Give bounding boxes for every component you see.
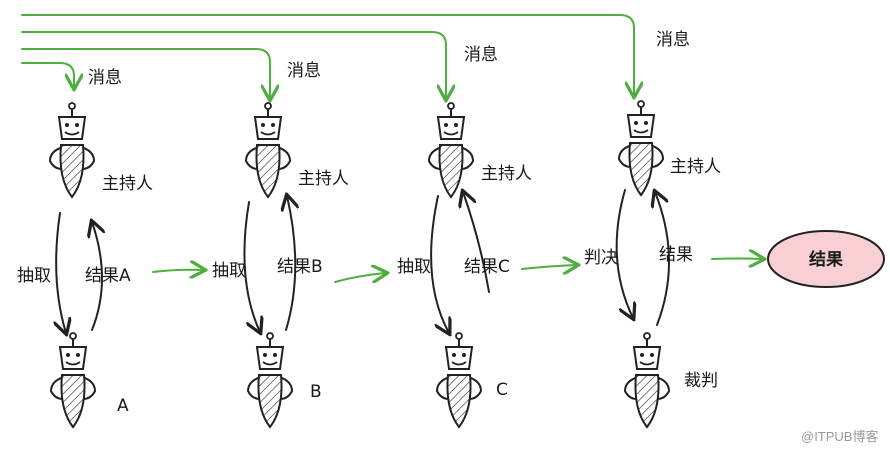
host-label-2: 主持人 <box>298 169 349 189</box>
host-robot-icon-4 <box>618 100 664 196</box>
final-output-label: 结果 <box>809 249 843 270</box>
final-output-ellipse <box>767 230 885 288</box>
result-label-2: 结果B <box>277 257 323 277</box>
participant-label-c: C <box>496 380 508 400</box>
watermark: @ITPUB博客 <box>801 429 878 444</box>
result-arrow-2 <box>286 196 295 331</box>
final-result-label: 结果 <box>659 245 693 265</box>
message-label-4: 消息 <box>656 30 690 50</box>
extract-label-1: 抽取 <box>17 266 51 286</box>
extract-arrow-3 <box>430 195 449 333</box>
participant-label-a: A <box>117 396 129 416</box>
message-arrow-2 <box>21 48 270 99</box>
host-robot-icon-1 <box>49 102 95 198</box>
message-arrow-3 <box>21 31 446 99</box>
result-label-3: 结果C <box>464 257 510 277</box>
participant-robot-icon-b <box>247 332 293 428</box>
participant-robot-icon-a <box>50 332 96 428</box>
message-arrow-4 <box>21 14 634 96</box>
round-transition-arrow-2 <box>334 273 386 282</box>
host-label-3: 主持人 <box>481 164 532 184</box>
result-arrow-up <box>655 192 670 326</box>
judge-arrow-down <box>615 189 633 318</box>
round-transition-arrow-1 <box>152 270 204 272</box>
host-label-1: 主持人 <box>102 174 153 194</box>
message-label-3: 消息 <box>464 45 498 65</box>
result-arrow-1 <box>92 222 102 331</box>
round-transition-arrow-3 <box>521 265 577 269</box>
participant-label-b: B <box>310 382 322 402</box>
participant-robot-icon-c <box>436 332 482 428</box>
extract-arrow-2 <box>243 201 260 332</box>
host-robot-icon-3 <box>428 102 474 198</box>
output-arrow <box>711 259 763 260</box>
host-label-4: 主持人 <box>670 157 721 177</box>
message-label-2: 消息 <box>287 61 321 81</box>
extract-label-2: 抽取 <box>212 261 246 281</box>
judge-action-label: 判决 <box>584 248 618 268</box>
message-label-1: 消息 <box>88 68 122 88</box>
result-label-1: 结果A <box>85 266 131 286</box>
extract-label-3: 抽取 <box>397 257 431 277</box>
host-robot-icon-2 <box>245 102 291 198</box>
result-arrow-3 <box>463 192 490 293</box>
extract-arrow-1 <box>56 212 66 333</box>
message-arrow-1 <box>21 62 74 88</box>
judge-label: 裁判 <box>684 371 718 391</box>
judge-robot-icon <box>624 332 670 428</box>
